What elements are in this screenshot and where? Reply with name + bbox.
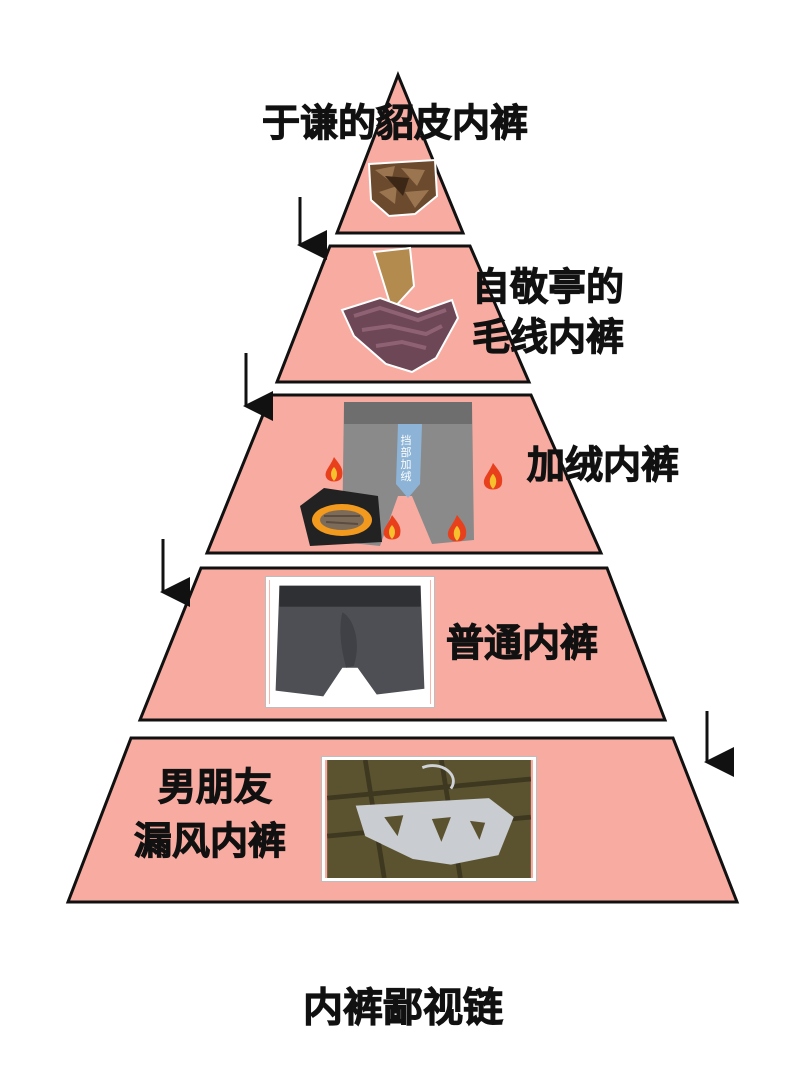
svg-text:挡: 挡 bbox=[401, 433, 412, 447]
tier-4-label: 普通内裤 bbox=[445, 621, 599, 665]
flame-icon bbox=[483, 462, 503, 490]
flame-icon bbox=[325, 457, 343, 482]
knitted-briefs-icon bbox=[340, 246, 466, 376]
grey-boxers-icon bbox=[266, 577, 434, 707]
fur-briefs-icon bbox=[365, 156, 439, 218]
svg-text:部: 部 bbox=[401, 445, 412, 459]
tier-5-label: 男朋友 bbox=[157, 765, 273, 809]
svg-text:绒: 绒 bbox=[401, 470, 412, 483]
fire-fleece-icon bbox=[298, 486, 384, 548]
tier-2-label-line2: 毛线内裤 bbox=[471, 315, 625, 359]
torn-briefs-icon bbox=[322, 757, 536, 881]
tier-2-label: 自敬亭的 bbox=[471, 265, 625, 309]
svg-text:加: 加 bbox=[401, 458, 412, 471]
tier-3-label: 加绒内裤 bbox=[526, 443, 680, 487]
tier-5-label-line2: 漏风内裤 bbox=[133, 819, 287, 863]
diagram-title: 内裤鄙视链 bbox=[303, 985, 504, 1032]
tier-1-label: 于谦的貂皮内裤 bbox=[261, 101, 529, 145]
flame-icon bbox=[447, 514, 467, 542]
flame-icon bbox=[383, 515, 401, 540]
